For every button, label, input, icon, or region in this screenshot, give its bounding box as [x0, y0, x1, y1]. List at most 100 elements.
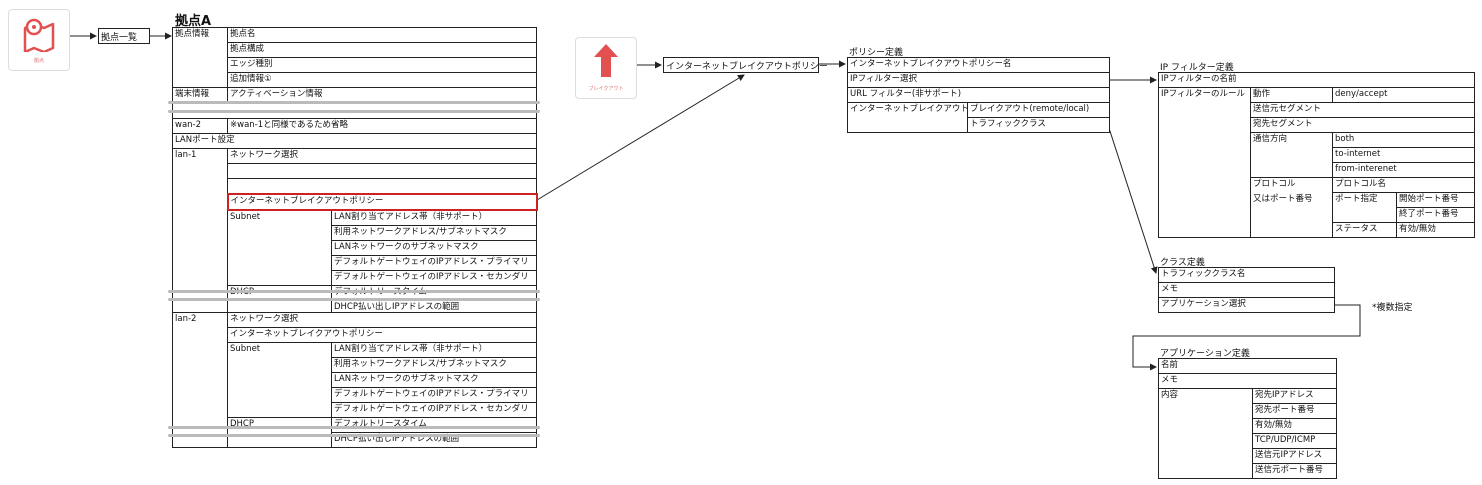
arrow-up-icon — [594, 44, 618, 77]
table-row: IPフィルターの名前 — [1157, 72, 1476, 88]
table-cell — [1158, 222, 1251, 238]
base-category-cell: 拠点情報 — [172, 27, 228, 43]
table-cell — [1332, 207, 1397, 223]
table-row: プロトコルプロトコル名 — [1158, 177, 1476, 193]
lan1-label: lan-1 — [172, 148, 228, 164]
table-cell — [847, 117, 968, 133]
base-category-cell — [172, 57, 228, 73]
ipfilter-dir-val: to-internet — [1331, 147, 1476, 163]
app-item: 送信元ポート番号 — [1251, 463, 1338, 479]
ipfilter-protocol: プロトコル — [1250, 177, 1333, 193]
breakout-policy-box[interactable]: インターネットブレイクアウトポリシー — [663, 57, 828, 73]
ipfilter-port-spec: ポート指定 — [1332, 192, 1397, 208]
breakout-policy-label: インターネットブレイクアウトポリシー — [666, 62, 828, 72]
app-def-title: アプリケーション定義 — [1160, 349, 1250, 359]
ipfilter-dst-seg: 宛先セグメント — [1249, 117, 1476, 133]
table-row: インターネットブレイクアウトポリシー — [172, 327, 538, 343]
break-mark — [168, 290, 540, 293]
table-row: インターネットブレイクアウトポリシー — [172, 193, 538, 211]
ipfilter-action: 動作 — [1250, 87, 1333, 103]
table-cell — [1158, 433, 1253, 449]
table-row: 追加情報① — [172, 72, 537, 88]
lan1-net-select: ネットワーク選択 — [226, 148, 538, 164]
base-field-cell: エッジ種別 — [227, 57, 537, 73]
ipfilter-rule: IPフィルターのルール — [1158, 87, 1251, 103]
base-icon-tile[interactable]: 拠点 — [8, 9, 70, 71]
base-list-label: 拠点一覧 — [101, 33, 138, 43]
table-row: デフォルトゲートウェイのIPアドレス・プライマリ — [172, 387, 538, 403]
table-row — [172, 178, 538, 195]
app-name: 名前 — [1157, 358, 1338, 374]
base-category-cell — [172, 42, 228, 58]
table-cell — [1158, 177, 1251, 193]
table-cell — [1158, 192, 1251, 208]
table-row: トラフィッククラス名 — [1158, 267, 1335, 283]
subnet-item: LAN割り当てアドレス帯（非サポート） — [330, 342, 538, 358]
table-cell — [227, 387, 332, 403]
table-cell — [226, 163, 538, 179]
table-cell — [1158, 132, 1251, 148]
subnet-item: LANネットワークのサブネットマスク — [330, 240, 538, 256]
base-list-box[interactable]: 拠点一覧 — [98, 28, 150, 44]
class-row: メモ — [1158, 282, 1335, 298]
table-cell — [1250, 222, 1333, 238]
table-cell — [172, 402, 228, 418]
app-item: 有効/無効 — [1251, 418, 1338, 434]
table-cell — [1158, 418, 1253, 434]
table-cell — [172, 163, 228, 179]
table-cell — [227, 270, 332, 286]
table-row: 送信元セグメント — [1158, 102, 1476, 118]
table-cell — [1250, 207, 1333, 223]
map-pin-icon — [23, 18, 55, 52]
table-cell — [1158, 147, 1251, 163]
table-row: to-internet — [1158, 147, 1476, 163]
table-cell — [172, 417, 228, 433]
table-cell — [226, 178, 538, 195]
ipfilter-status-val: 有効/無効 — [1395, 222, 1476, 238]
table-cell — [172, 342, 228, 358]
table-cell — [172, 210, 228, 226]
wan2-label: wan-2 — [172, 118, 228, 134]
policy-breakout-mode: ブレイクアウト(remote/local) — [967, 102, 1110, 118]
break-mark — [168, 110, 540, 113]
table-cell — [227, 402, 332, 418]
breakout-icon-tile[interactable]: ブレイクアウト — [575, 37, 637, 99]
table-row: 名前 — [1157, 358, 1338, 374]
table-row: 宛先セグメント — [1158, 117, 1476, 133]
table-row: デフォルトゲートウェイのIPアドレス・セカンダリ — [172, 402, 538, 418]
break-mark — [168, 426, 540, 429]
base-field-cell: 拠点構成 — [227, 42, 537, 58]
table-row: エッジ種別 — [172, 57, 537, 73]
table-row — [172, 163, 538, 179]
table-row: TCP/UDP/ICMP — [1158, 433, 1338, 449]
subnet-item: デフォルトゲートウェイのIPアドレス・セカンダリ — [330, 402, 538, 418]
table-cell — [1250, 147, 1333, 163]
policy-def-table: インターネットブレイクアウトポリシー名 IPフィルター選択 URL フィルター(… — [847, 57, 1110, 133]
table-cell — [1158, 207, 1251, 223]
lan1-policy-cell: インターネットブレイクアウトポリシー — [226, 193, 538, 211]
table-row: LANネットワークのサブネットマスク — [172, 372, 538, 388]
ipfilter-src-seg: 送信元セグメント — [1249, 102, 1476, 118]
class-note: *複数指定 — [1372, 303, 1413, 313]
app-item: 送信元IPアドレス — [1251, 448, 1338, 464]
table-row: from-interenet — [1158, 162, 1476, 178]
table-row: LANネットワークのサブネットマスク — [172, 240, 538, 256]
policy-name-row: インターネットブレイクアウトポリシー名 — [847, 57, 1110, 73]
lan2-policy-cell: インターネットブレイクアウトポリシー — [226, 327, 538, 343]
break-mark — [168, 434, 540, 437]
base-field-cell: 拠点名 — [227, 27, 537, 43]
table-cell — [1158, 117, 1251, 133]
table-row: ステータス有効/無効 — [1158, 222, 1476, 238]
subnet-item: デフォルトゲートウェイのIPアドレス・プライマリ — [330, 387, 538, 403]
policy-def-title: ポリシー定義 — [849, 48, 904, 58]
table-cell — [172, 387, 228, 403]
ipfilter-def-title: IP フィルター定義 — [1160, 63, 1234, 73]
app-item: 宛先IPアドレス — [1251, 388, 1338, 404]
